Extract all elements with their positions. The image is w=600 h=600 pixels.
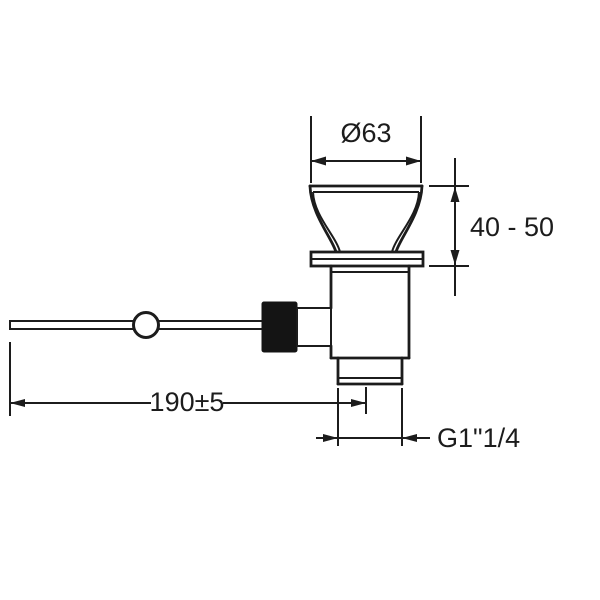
flange [309, 250, 425, 268]
ball-joint [132, 311, 160, 339]
funnel-side-right-inner [391, 191, 420, 253]
valve-body [329, 264, 411, 360]
valve-assembly [9, 184, 425, 386]
funnel-side-right-outer [394, 184, 424, 254]
arrowhead-bottom [450, 250, 460, 265]
height-range-label: 40 - 50 [470, 212, 554, 242]
funnel-plug [308, 184, 424, 254]
tailpiece [336, 356, 404, 386]
arrowhead-left [323, 434, 338, 442]
thread-size-label: G1"1/4 [437, 423, 520, 453]
arrowhead-left [10, 399, 25, 407]
dimension-lever-length: 190±5 [9, 342, 367, 417]
dimension-top-diameter: Ø63 [310, 116, 422, 183]
lever-rod [9, 311, 264, 339]
body-connector [296, 307, 332, 347]
arrowhead-top [450, 187, 460, 202]
lever-block [261, 301, 298, 353]
dimension-height-range: 40 - 50 [429, 158, 554, 296]
funnel-side-left-outer [308, 184, 338, 254]
lever-length-label: 190±5 [150, 387, 225, 417]
arrowhead-right [406, 156, 421, 166]
funnel-side-left-inner [312, 191, 341, 253]
arrowhead-right [351, 399, 366, 407]
arrowhead-right [402, 434, 417, 442]
dimension-thread-size: G1"1/4 [316, 388, 520, 453]
top-diameter-label: Ø63 [340, 118, 391, 148]
arrowhead-left [311, 156, 326, 166]
